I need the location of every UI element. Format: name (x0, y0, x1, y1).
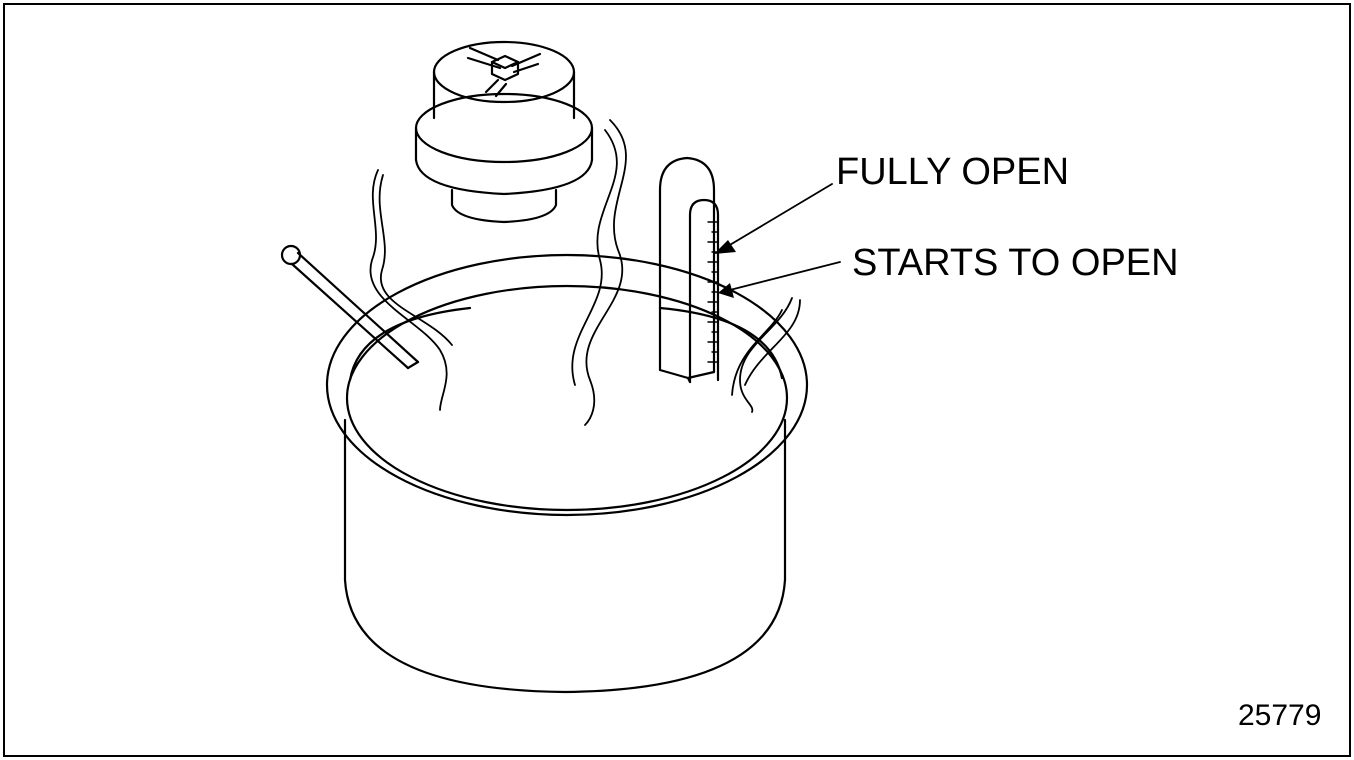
diagram-frame (3, 3, 1351, 757)
thermometer (658, 156, 720, 384)
steam-wisps (369, 119, 801, 426)
fully-open-label: FULLY OPEN (836, 151, 1070, 193)
figure-number: 25779 (1238, 699, 1322, 732)
stirring-rod (280, 244, 420, 370)
leader-arrows (714, 183, 841, 298)
fully-open-arrowhead (714, 240, 736, 254)
starts-to-open-label: STARTS TO OPEN (852, 242, 1179, 284)
water-pot (325, 253, 809, 694)
thermostat (414, 40, 594, 224)
starts-to-open-arrowhead (718, 283, 734, 298)
